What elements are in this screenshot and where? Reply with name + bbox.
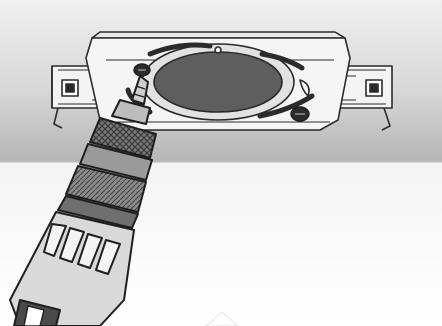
- center-plate: [154, 52, 282, 112]
- screw-icon: [134, 64, 150, 76]
- screw-icon-2: [291, 107, 309, 121]
